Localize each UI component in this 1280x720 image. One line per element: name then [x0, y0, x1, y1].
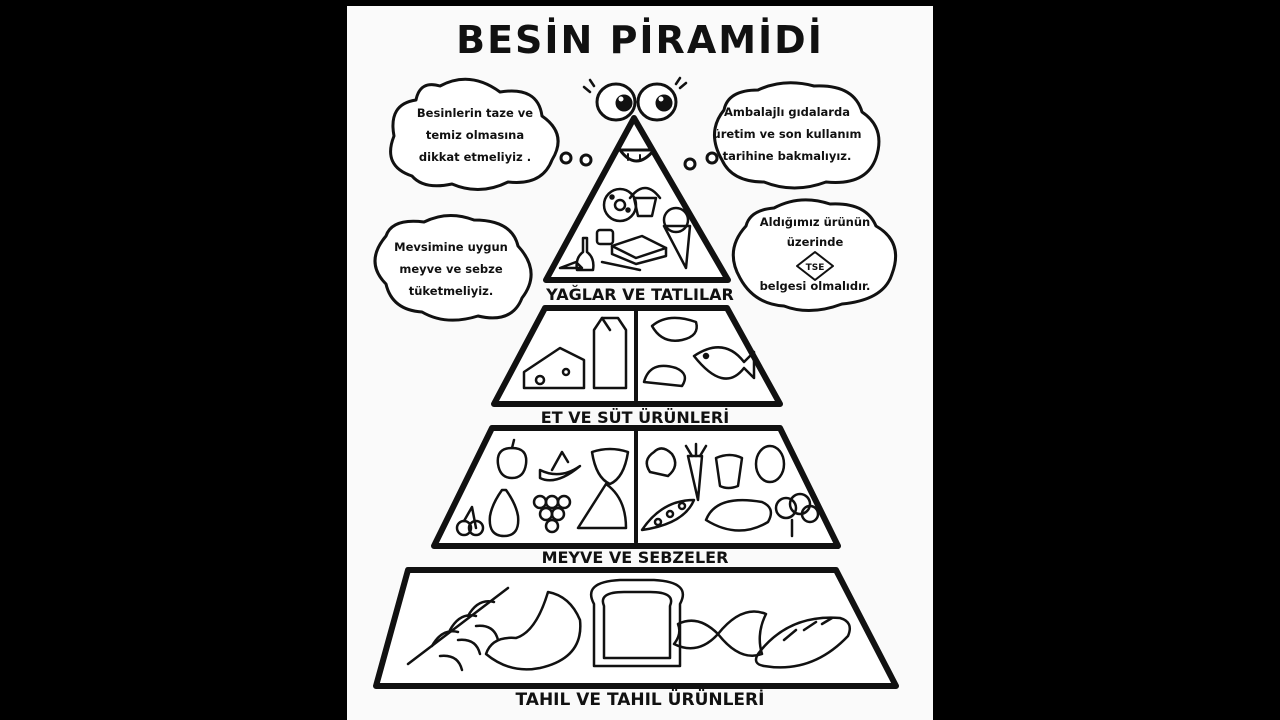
bubble-mid-left [373, 214, 533, 322]
bubble-top-right [683, 81, 881, 190]
watermelon-icon [576, 482, 628, 530]
milk-carton-icon [592, 316, 628, 390]
roast-chicken-icon [642, 364, 687, 388]
bubble-line: tarihine bakmalıyız. [722, 149, 852, 163]
tier-label-grains: TAHIL VE TAHIL ÜRÜNLERİ [515, 690, 765, 710]
bubble-text-top-right: Ambalajlı gıdalarda üretim ve son kullan… [712, 101, 862, 167]
bubble-top-left [389, 77, 593, 191]
bubble-mid-right [731, 198, 897, 312]
banana-icon [538, 450, 582, 482]
tier-label-fruits-vegetables: MEYVE VE SEBZELER [541, 548, 729, 567]
tse-logo-icon [796, 251, 834, 281]
cherries-icon [455, 505, 485, 537]
fish-icon [692, 346, 756, 380]
tse-logo-text: TSE [806, 263, 825, 273]
carrot-icon [684, 442, 708, 502]
steak-icon [650, 316, 698, 342]
lemon-icon [754, 444, 786, 484]
strawberry-icon [590, 447, 630, 486]
peas-icon [640, 498, 696, 532]
pyramid-face-icon [582, 76, 688, 163]
tier-grains [373, 567, 899, 689]
croissant-icon [484, 590, 582, 671]
bubble-text-mid-left: Mevsimine uygun meyve ve sebze tüketmeli… [378, 236, 524, 302]
poster-title: BESİN PİRAMİDİ [456, 18, 824, 62]
wheat-icon [406, 586, 510, 672]
bubble-line: üretim ve son kullanım [712, 127, 862, 141]
bubble-line: belgesi olmalıdır. [759, 279, 871, 293]
lettuce-icon [645, 447, 677, 478]
tier-label-meat-dairy: ET VE SÜT ÜRÜNLERİ [540, 408, 730, 427]
bubble-text-top-left: Besinlerin taze ve temiz olmasına dikkat… [400, 102, 550, 168]
bow-pasta-icon [672, 610, 768, 657]
cheese-icon [522, 346, 586, 390]
bubble-line: dikkat etmeliyiz . [418, 150, 532, 164]
bubble-line: Besinlerin taze ve [416, 106, 534, 120]
eggplant-icon [704, 498, 773, 532]
baguette-icon [754, 616, 851, 669]
bubble-line: temiz olmasına [425, 128, 525, 142]
bubble-text-mid-right: Aldığımız ürünün üzerinde belgesi olmalı… [742, 212, 888, 296]
pepper-icon [714, 453, 744, 490]
bubble-line: meyve ve sebze [399, 262, 503, 276]
tier-label-fats-sweets: YAĞLAR VE TATLILAR [546, 285, 734, 304]
bubble-line: Ambalajlı gıdalarda [724, 105, 850, 119]
knife-butter-icon [558, 260, 642, 272]
ice-cream-icon [662, 206, 692, 270]
tse-logo-space [742, 252, 888, 276]
bubble-line: Mevsimine uygun [394, 240, 508, 254]
grapes-icon [532, 494, 572, 534]
pear-icon [488, 488, 520, 538]
bubble-line: üzerinde [786, 235, 844, 249]
apple-icon [496, 438, 528, 480]
bread-slice-icon [589, 578, 685, 668]
bubble-line: tüketmeliyiz. [408, 284, 494, 298]
honey-jar-icon [595, 228, 615, 246]
cupcake-icon [628, 186, 662, 218]
cake-icon [610, 234, 668, 266]
broccoli-icon [774, 492, 820, 538]
bubble-line: Aldığımız ürünün [759, 215, 871, 229]
oil-bottle-icon [575, 236, 595, 272]
